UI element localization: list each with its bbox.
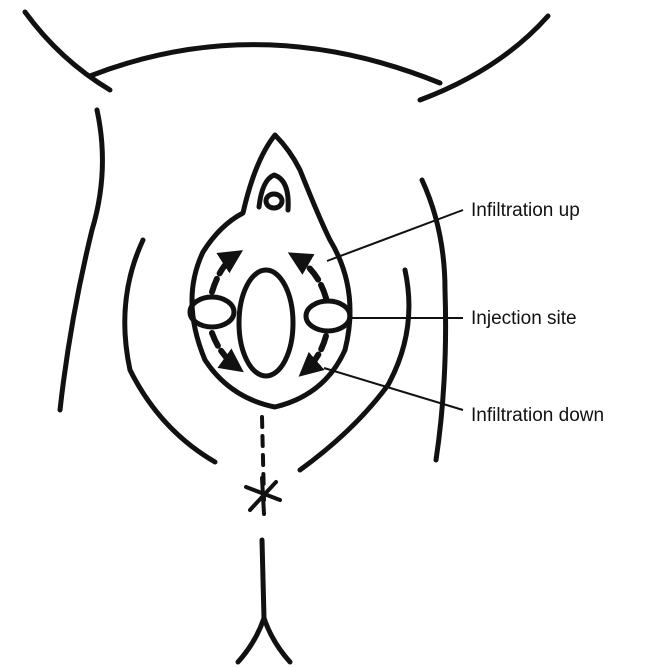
right-inner-thigh: [300, 270, 409, 470]
label-injection-site: Injection site: [471, 309, 577, 328]
vaginal-opening: [239, 270, 293, 376]
clitoris: [266, 194, 282, 208]
left-outer-thigh: [60, 110, 102, 410]
label-infiltration-down: Infiltration down: [471, 406, 604, 425]
arrow-right-up: [294, 256, 326, 298]
left-flank-curve: [25, 12, 110, 90]
injection-site-right: [306, 301, 350, 331]
gluteal-cleft: [238, 540, 290, 662]
arrow-right-down: [304, 336, 326, 372]
abdomen-top-curve: [90, 45, 440, 83]
arrow-left-down: [212, 333, 238, 368]
anus-star: [246, 478, 280, 514]
label-infiltration-up: Infiltration up: [471, 201, 580, 220]
injection-site-left: [190, 297, 234, 327]
right-flank-curve: [420, 16, 548, 100]
arrow-left-up: [212, 254, 237, 292]
